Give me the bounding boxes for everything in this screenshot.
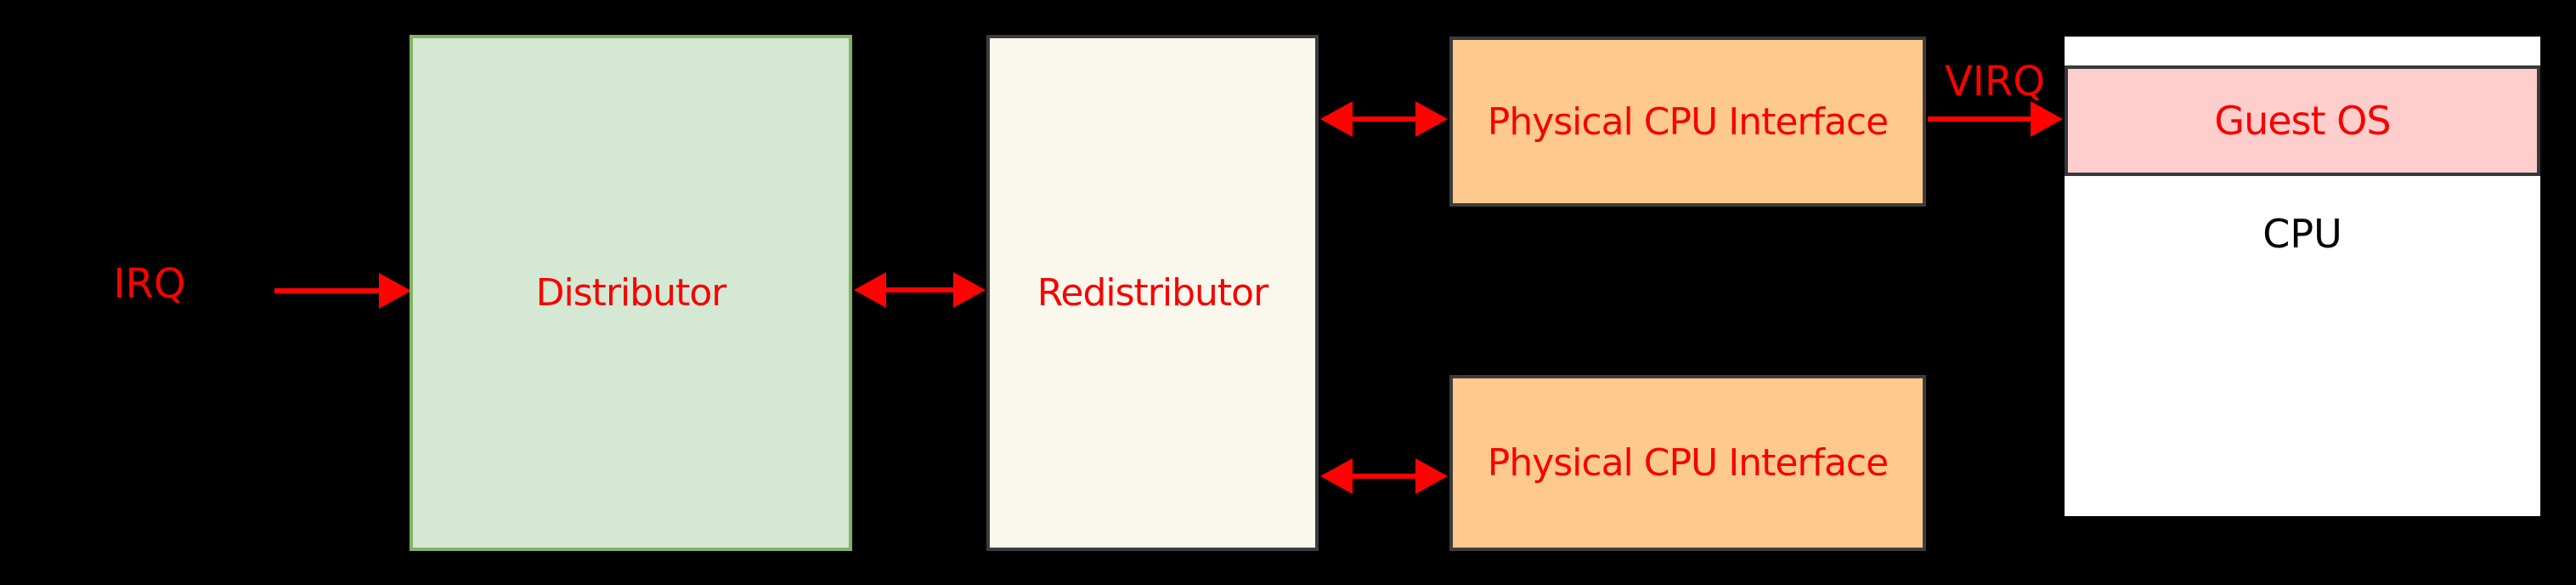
irq-label: IRQ: [113, 260, 186, 308]
physical-cpu-interface-bottom-box: Physical CPU Interface: [1449, 375, 1926, 551]
virq-label: VIRQ: [1944, 58, 2046, 105]
physical-cpu-interface-top-label: Physical CPU Interface: [1487, 99, 1889, 144]
cpu-label: CPU: [2262, 211, 2342, 257]
distributor-box: Distributor: [410, 35, 852, 551]
irq-arrow: [274, 273, 411, 309]
guest-os-label: Guest OS: [2214, 98, 2391, 144]
redistributor-label: Redistributor: [1037, 271, 1268, 315]
distributor-label: Distributor: [535, 271, 727, 315]
redistributor-cpu-interface-bottom-arrow: [1320, 458, 1448, 494]
redistributor-cpu-interface-top-arrow: [1320, 101, 1448, 137]
physical-cpu-interface-top-box: Physical CPU Interface: [1449, 37, 1926, 207]
distributor-redistributor-arrow: [854, 272, 986, 308]
redistributor-box: Redistributor: [986, 35, 1319, 551]
guest-os-band: Guest OS: [2065, 65, 2540, 176]
physical-cpu-interface-bottom-label: Physical CPU Interface: [1487, 441, 1889, 485]
cpu-panel: Guest OS CPU: [2065, 37, 2540, 516]
